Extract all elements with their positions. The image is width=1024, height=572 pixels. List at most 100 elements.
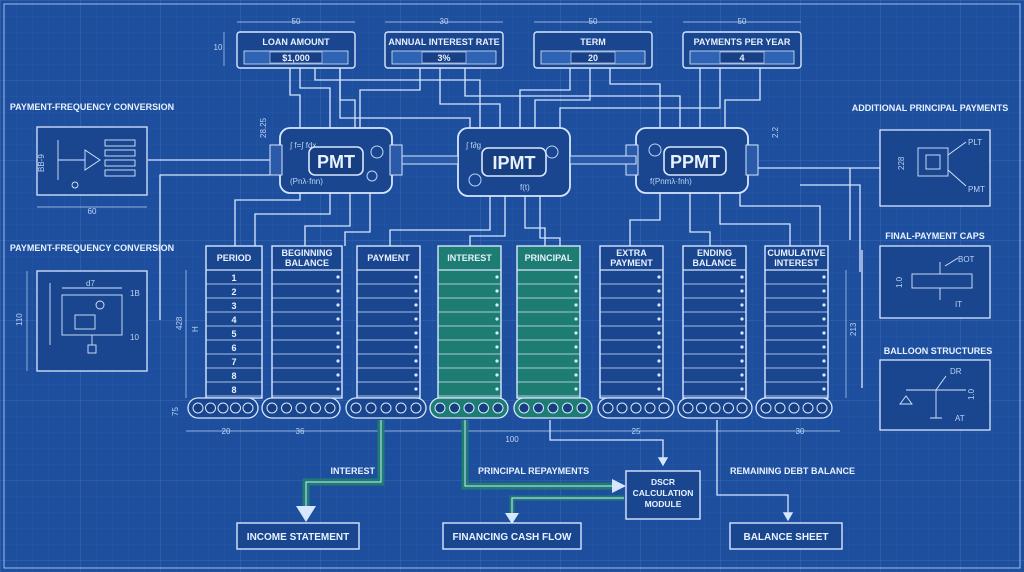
conveyor-segment	[345, 397, 427, 419]
input-pipes	[289, 68, 761, 128]
roller	[696, 402, 707, 414]
roller	[310, 402, 321, 414]
row-connector-dot	[574, 359, 578, 363]
input-term: 50 TERM 20	[533, 17, 653, 69]
conveyor-segment	[429, 397, 509, 419]
row-connector-dot	[822, 275, 826, 279]
roller	[760, 402, 772, 414]
row-connector-dot	[740, 317, 744, 321]
row-connector-dot	[574, 331, 578, 335]
right-panel-dim: 1.0	[967, 388, 976, 400]
roller	[463, 402, 475, 414]
ppmt-label: PPMT	[670, 152, 720, 172]
period-number: 3	[231, 301, 236, 311]
input-panels: 50 10 LOAN AMOUNT $1,000 30 ANNUAL INTER…	[214, 17, 802, 69]
output-boxes: INCOME STATEMENT FINANCING CASH FLOW BAL…	[236, 522, 843, 550]
roller	[242, 402, 254, 414]
row-connector-dot	[574, 289, 578, 293]
right-panel-label: IT	[955, 300, 962, 309]
row-connector-dot	[495, 331, 499, 335]
input-value[interactable]: 3%	[437, 53, 450, 63]
row-connector-dot	[657, 373, 661, 377]
input-value[interactable]: 20	[588, 53, 598, 63]
roller	[434, 402, 446, 414]
roller	[723, 402, 734, 414]
input-dim: 50	[589, 17, 598, 26]
row-connector-dot	[657, 275, 661, 279]
row-connector-dot	[414, 331, 418, 335]
input-label: TERM	[580, 37, 606, 47]
roller	[736, 402, 748, 414]
inner-dim: d7	[86, 279, 95, 288]
inner-dim: 1B	[130, 289, 140, 298]
period-number: 7	[231, 357, 236, 367]
function-dim-right: 2.2	[771, 126, 780, 138]
roller	[602, 402, 614, 414]
row-connector-dot	[414, 275, 418, 279]
roller	[562, 402, 573, 414]
roller	[802, 402, 814, 414]
input-dim: 30	[440, 17, 449, 26]
row-connector-dot	[336, 275, 340, 279]
input-height-dim: 10	[214, 43, 223, 52]
roller	[616, 402, 628, 414]
roller	[449, 402, 460, 414]
row-connector-dot	[414, 303, 418, 307]
table-dim-height: 428	[175, 316, 184, 330]
ipmt-module: ∫ f∂g f(t) IPMT	[457, 127, 571, 197]
row-connector-dot	[740, 303, 744, 307]
input-value[interactable]: $1,000	[282, 53, 310, 63]
input-value[interactable]: 4	[739, 53, 744, 63]
conveyor-segment	[261, 397, 341, 419]
column-header: INTEREST	[447, 253, 492, 263]
row-connector-dot	[336, 289, 340, 293]
row-connector-dot	[574, 303, 578, 307]
svg-text:∫ f∂g: ∫ f∂g	[465, 141, 481, 150]
row-connector-dot	[740, 373, 744, 377]
row-connector-dot	[336, 345, 340, 349]
left-panel-title: PAYMENT-FREQUENCY CONVERSION	[10, 102, 174, 112]
roller	[478, 402, 489, 414]
row-connector-dot	[414, 345, 418, 349]
function-pipes	[148, 159, 880, 388]
roller	[644, 402, 656, 414]
output-income-statement: INCOME STATEMENT	[247, 532, 349, 543]
function-dim-left: 28.25	[259, 117, 268, 138]
row-connector-dot	[414, 317, 418, 321]
right-panel-dim: 228	[897, 156, 906, 170]
right-panel-label: DR	[950, 367, 962, 376]
row-connector-dot	[657, 317, 661, 321]
row-connector-dot	[336, 331, 340, 335]
input-payments-per-year: 50 PAYMENTS PER YEAR 4	[682, 17, 802, 69]
bottom-dimensions: 20 36 100 25 30	[186, 427, 840, 444]
function-modules: ∫ f=∫ fdx (Pnλ·fnn) PMT ∫ f∂g f(t) IPMT …	[259, 117, 780, 197]
row-connector-dot	[574, 387, 578, 391]
roller	[266, 402, 278, 414]
side-dim: BB-9	[37, 154, 46, 172]
panel-dim: 110	[15, 313, 24, 326]
period-number: 4	[231, 315, 236, 325]
roller	[380, 402, 392, 414]
row-connector-dot	[414, 359, 418, 363]
row-connector-dot	[495, 317, 499, 321]
row-connector-dot	[657, 289, 661, 293]
row-connector-dot	[336, 373, 340, 377]
output-balance-sheet: BALANCE SHEET	[743, 532, 828, 543]
svg-text:∫ f=∫ fdx: ∫ f=∫ fdx	[289, 141, 316, 150]
row-connector-dot	[495, 373, 499, 377]
table-dim-base: 75	[171, 407, 180, 416]
row-connector-dot	[336, 303, 340, 307]
row-connector-dot	[740, 345, 744, 349]
roller	[410, 402, 422, 414]
right-panel-label: BOT	[958, 255, 975, 264]
roller	[395, 402, 407, 414]
bottom-dim: 20	[222, 427, 231, 436]
roller	[816, 402, 828, 414]
roller	[630, 402, 642, 414]
row-connector-dot	[822, 373, 826, 377]
row-connector-dot	[574, 373, 578, 377]
